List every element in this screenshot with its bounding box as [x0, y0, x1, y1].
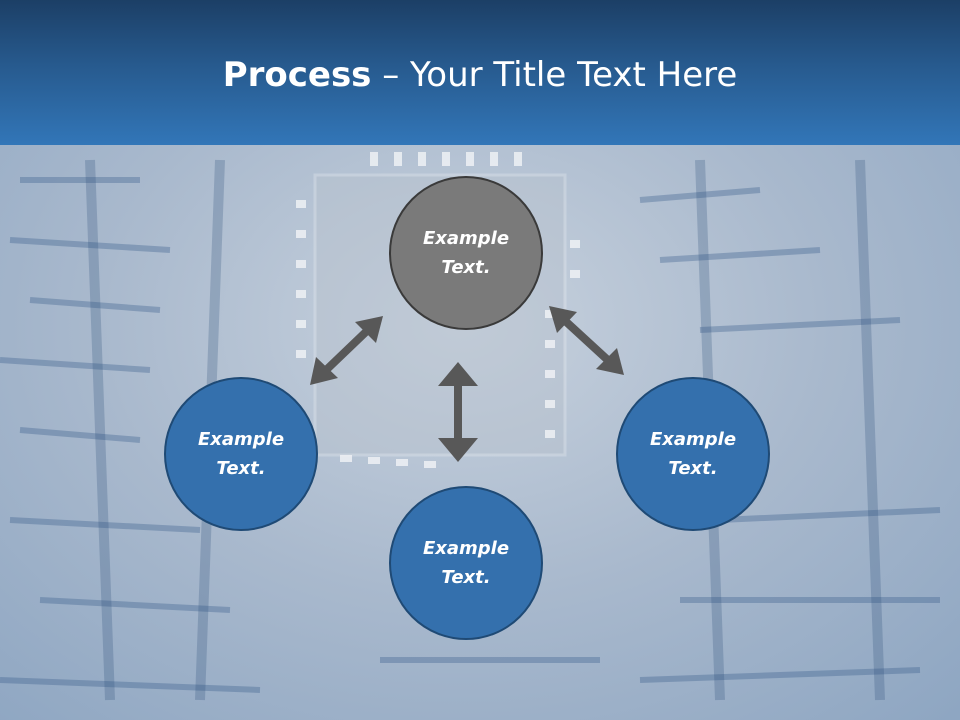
- process-node-top-label: Example Text.: [422, 228, 510, 278]
- process-node-right-label: Example Text.: [649, 429, 737, 479]
- slide-title: Process – Your Title Text Here: [0, 50, 960, 100]
- title-bar: Process – Your Title Text Here: [0, 0, 960, 145]
- title-bold: Process: [222, 55, 372, 95]
- process-node-bottom-label: Example Text.: [422, 538, 510, 588]
- arrow-top-right: [559, 315, 614, 366]
- process-node-bottom: Example Text.: [389, 486, 543, 640]
- title-rest: – Your Title Text Here: [371, 55, 738, 95]
- process-node-left-label: Example Text.: [197, 429, 285, 479]
- process-node-right: Example Text.: [616, 377, 770, 531]
- process-node-left: Example Text.: [164, 377, 318, 531]
- process-node-top: Example Text.: [389, 176, 543, 330]
- arrow-top-left: [320, 325, 373, 376]
